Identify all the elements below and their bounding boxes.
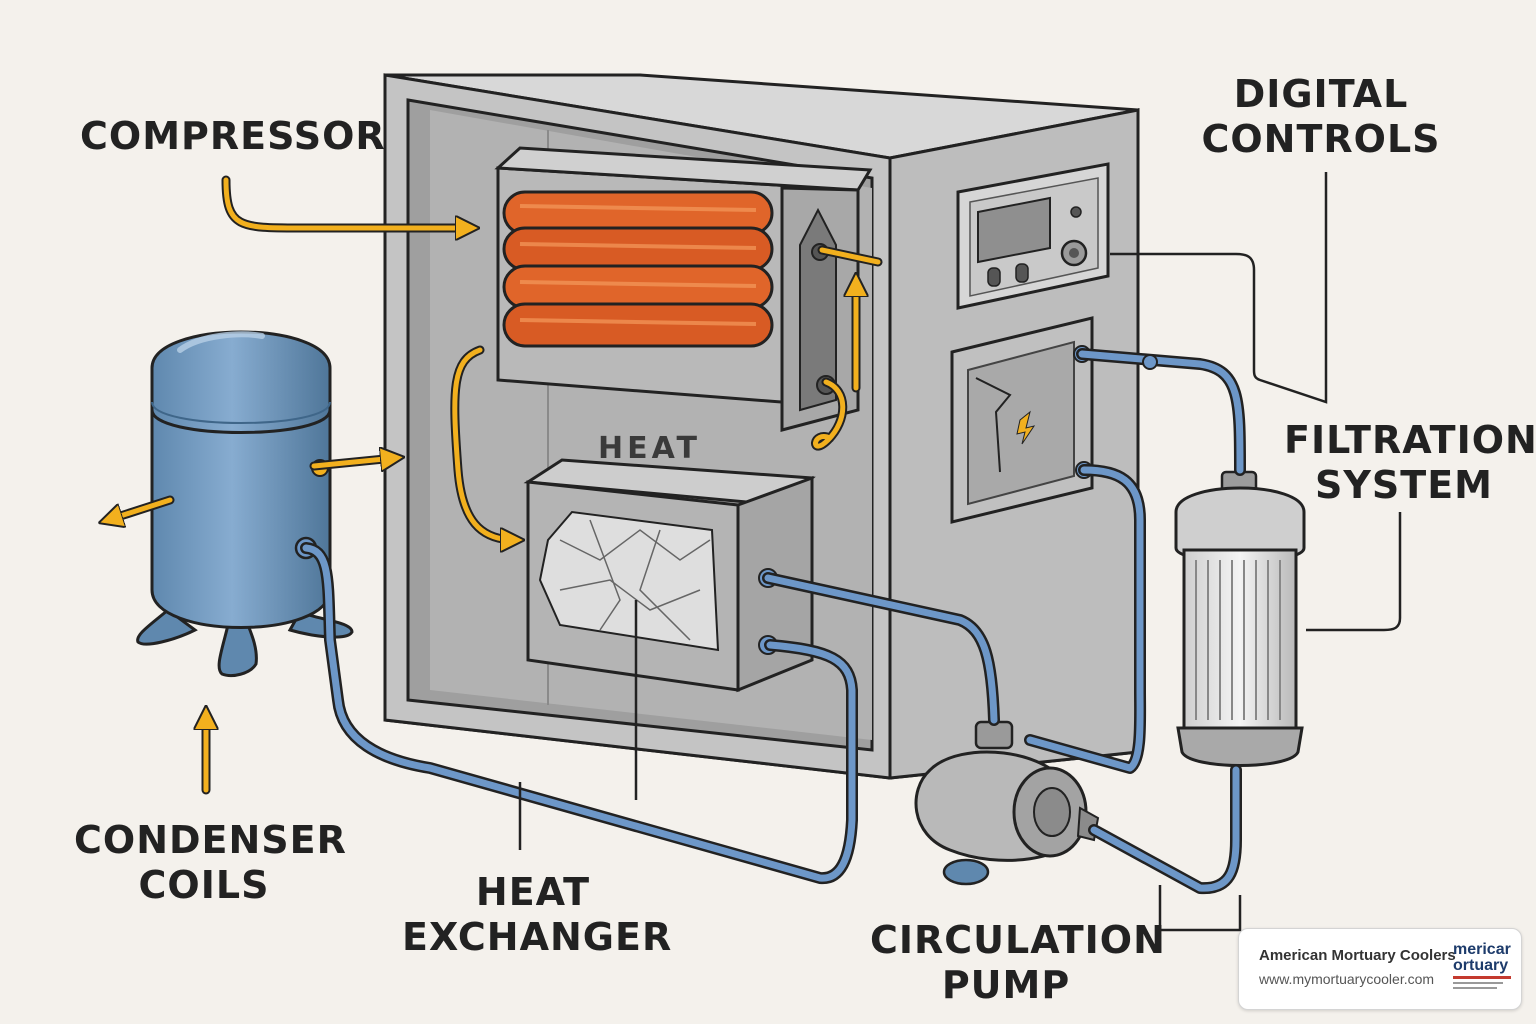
brand-logo-rule-1 [1453, 982, 1503, 984]
heat-text: HEAT [598, 431, 701, 466]
filtration-system-line1: FILTRATION [1284, 418, 1536, 462]
compressor-coils [502, 190, 774, 348]
water-pipes [300, 348, 1246, 895]
digital-controls-panel [956, 162, 1110, 310]
brand-logo-stripe [1453, 976, 1511, 979]
filtration-system-line2: SYSTEM [1315, 462, 1493, 507]
brand-logo: mericar ortuary [1453, 941, 1511, 997]
heat-exchanger-unit [523, 458, 816, 693]
filtration-system-label: FILTRATION SYSTEM [1284, 418, 1536, 508]
brand-logo-line1: mericar [1453, 941, 1511, 958]
compressor-label-text: COMPRESSOR [80, 114, 386, 158]
filtration-canister [1174, 470, 1306, 767]
condenser-coils-line2: COILS [138, 862, 270, 907]
circulation-pump-line1: CIRCULATION [870, 918, 1166, 962]
heat-exchanger-line1: HEAT [475, 870, 591, 914]
compressor-label: COMPRESSOR [80, 114, 386, 159]
flow-arrows [108, 175, 883, 795]
condenser-coils-line1: CONDENSER [74, 818, 347, 862]
circulation-pump-label: CIRCULATION PUMP [870, 918, 1166, 1008]
brand-card[interactable]: American Mortuary Coolers www.mymortuary… [1238, 928, 1522, 1010]
brand-logo-rule-2 [1453, 987, 1497, 989]
compressor-coil-unit [494, 146, 873, 432]
digital-controls-label: DIGITAL CONTROLS [1196, 72, 1446, 162]
heat-exchanger-line2: EXCHANGER [402, 914, 673, 959]
brand-url[interactable]: www.mymortuarycooler.com [1259, 971, 1435, 987]
side-access-panel [950, 316, 1094, 524]
circulation-pump-line2: PUMP [941, 962, 1071, 1007]
brand-logo-line2: ortuary [1453, 957, 1509, 974]
brand-name: American Mortuary Coolers [1259, 947, 1456, 964]
digital-controls-line1: DIGITAL [1233, 72, 1409, 116]
heat-exchanger-label: HEAT EXCHANGER [402, 870, 673, 960]
digital-controls-line2: CONTROLS [1201, 116, 1441, 161]
leader-lines [518, 172, 1402, 932]
condenser-coils-label: CONDENSER COILS [74, 818, 347, 908]
